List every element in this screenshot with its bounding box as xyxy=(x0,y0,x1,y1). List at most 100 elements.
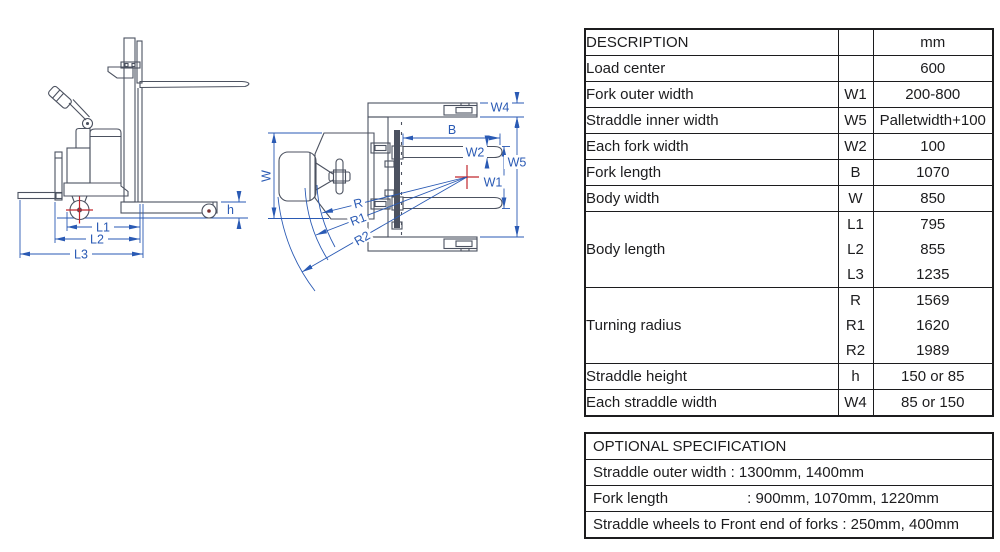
svg-text:W4: W4 xyxy=(491,101,510,115)
mast xyxy=(120,37,143,203)
table-row: L2 855 xyxy=(585,237,993,262)
spec-header-description: DESCRIPTION xyxy=(586,34,689,51)
spec-cell-symbol: B xyxy=(837,159,873,186)
dim-label-w2: W2 xyxy=(463,145,487,160)
svg-text:W1: W1 xyxy=(484,176,503,190)
spec-cell-description: Body length xyxy=(586,241,666,258)
spec-cell-value: 1620 xyxy=(872,313,993,338)
table-row: Fork outer width W1 200-800 xyxy=(585,81,993,108)
dim-label-r2: R2 xyxy=(350,227,374,249)
table-row: R2 1989 xyxy=(585,338,993,364)
spec-header-unit: mm xyxy=(872,29,993,56)
spec-cell-symbol: W2 xyxy=(837,133,873,160)
spec-cell-symbol: W5 xyxy=(837,107,873,134)
technical-drawing: h L1 L2 L3 xyxy=(17,37,530,292)
dim-label-w: W xyxy=(260,170,274,182)
spec-cell-symbol: L2 xyxy=(837,237,873,262)
straddle-legs-top xyxy=(367,102,478,252)
top-view-drawing xyxy=(278,102,503,252)
table-row: Each straddle width W4 85 or 150 xyxy=(585,389,993,416)
spec-cell-symbol: W xyxy=(837,185,873,212)
tractor-body-top xyxy=(278,132,375,220)
dim-label-r: R xyxy=(349,194,367,212)
spec-cell-symbol: h xyxy=(837,363,873,390)
dim-label-b: B xyxy=(448,123,456,137)
spec-cell-value: 855 xyxy=(872,237,993,262)
side-view-dimensions: h L1 L2 L3 xyxy=(19,191,246,262)
spec-cell-description: Each fork width xyxy=(586,138,689,155)
svg-text:L3: L3 xyxy=(74,248,88,262)
dim-label-l2: L2 xyxy=(86,232,108,247)
optional-value: : 250mm, 400mm xyxy=(842,516,960,533)
body-side xyxy=(63,128,129,197)
spec-cell-value: 100 xyxy=(872,133,993,160)
optional-spec-title: OPTIONAL SPECIFICATION xyxy=(593,438,787,455)
mast-rail-top xyxy=(394,130,400,228)
optional-value: : 1300mm, 1400mm xyxy=(730,464,864,481)
optional-specification-table: OPTIONAL SPECIFICATION Straddle outer wi… xyxy=(584,432,994,539)
table-row: L3 1235 xyxy=(585,262,993,288)
spec-cell-symbol: R xyxy=(837,287,873,313)
table-row: DESCRIPTION mm xyxy=(585,29,993,56)
spec-cell-value: 600 xyxy=(872,55,993,82)
spec-cell-description: Turning radius xyxy=(586,317,682,334)
table-row: Each fork width W2 100 xyxy=(585,133,993,160)
optional-row-straddle-wheels: Straddle wheels to Front end of forks : … xyxy=(585,512,993,539)
optional-label: Straddle wheels to Front end of forks xyxy=(593,516,839,533)
optional-row-fork-length: Fork length : 900mm, 1070mm, 1220mm xyxy=(585,486,993,512)
table-row: Straddle inner width W5 Palletwidth+100 xyxy=(585,107,993,134)
spec-cell-description: Straddle height xyxy=(586,368,687,385)
spec-cell-symbol: R2 xyxy=(837,338,873,364)
optional-label: Straddle outer width xyxy=(593,464,727,481)
svg-text:R: R xyxy=(352,196,364,212)
table-row: Straddle wheels to Front end of forks : … xyxy=(585,511,993,539)
svg-text:L1: L1 xyxy=(96,221,110,235)
spec-cell-description: Body width xyxy=(586,190,660,207)
spec-cell-symbol: R1 xyxy=(837,313,873,338)
dim-label-h: h xyxy=(227,203,234,217)
dim-label-w1: W1 xyxy=(481,175,505,190)
table-row: OPTIONAL SPECIFICATION xyxy=(585,433,993,460)
spec-cell-symbol: W4 xyxy=(837,389,873,416)
dim-label-r1: R1 xyxy=(346,209,370,229)
svg-text:R2: R2 xyxy=(352,228,373,248)
spec-cell-symbol: W1 xyxy=(837,81,873,108)
table-row: R1 1620 xyxy=(585,313,993,338)
optional-value: : 900mm, 1070mm, 1220mm xyxy=(747,490,939,507)
spec-cell-value: 150 or 85 xyxy=(872,363,993,390)
spec-cell-value: 85 or 150 xyxy=(872,389,993,416)
wheel-center-mark xyxy=(66,196,93,224)
spec-cell-description: Fork length xyxy=(586,164,662,181)
optional-row-straddle-outer-width: Straddle outer width : 1300mm, 1400mm xyxy=(585,460,993,486)
side-view-drawing xyxy=(17,37,250,224)
spec-cell-value: Palletwidth+100 xyxy=(872,107,993,134)
svg-text:W5: W5 xyxy=(508,156,527,170)
table-row: Turning radius R 1569 xyxy=(585,287,993,334)
spec-cell-value: 1070 xyxy=(872,159,993,186)
spec-cell-description: Load center xyxy=(586,60,666,77)
spec-cell-symbol: L3 xyxy=(837,262,873,288)
spec-cell-description: Each straddle width xyxy=(586,394,717,411)
dim-label-w4: W4 xyxy=(488,100,512,115)
straddle-wheel-side xyxy=(201,203,217,219)
table-row: Fork length : 900mm, 1070mm, 1220mm xyxy=(585,485,993,512)
mast-rail-cap xyxy=(391,221,403,230)
spec-cell-symbol xyxy=(837,55,873,82)
svg-text:W2: W2 xyxy=(466,146,485,160)
dim-label-w5: W5 xyxy=(504,155,530,170)
spec-cell-symbol: L1 xyxy=(837,211,873,237)
spec-cell-value: 1989 xyxy=(872,338,993,364)
spec-cell-value: 1569 xyxy=(872,287,993,313)
optional-label: Fork length xyxy=(593,490,669,507)
spec-cell-value: 1235 xyxy=(872,262,993,288)
table-row: Straddle outer width : 1300mm, 1400mm xyxy=(585,459,993,486)
table-row: Straddle height h 150 or 85 xyxy=(585,363,993,390)
svg-text:L2: L2 xyxy=(90,233,104,247)
spec-cell-value: 795 xyxy=(872,211,993,237)
svg-text:R1: R1 xyxy=(348,210,368,229)
table-row: Fork length B 1070 xyxy=(585,159,993,186)
dim-label-l3: L3 xyxy=(70,247,92,262)
dim-label-l1: L1 xyxy=(92,220,114,235)
spec-header-symbol xyxy=(837,29,873,56)
